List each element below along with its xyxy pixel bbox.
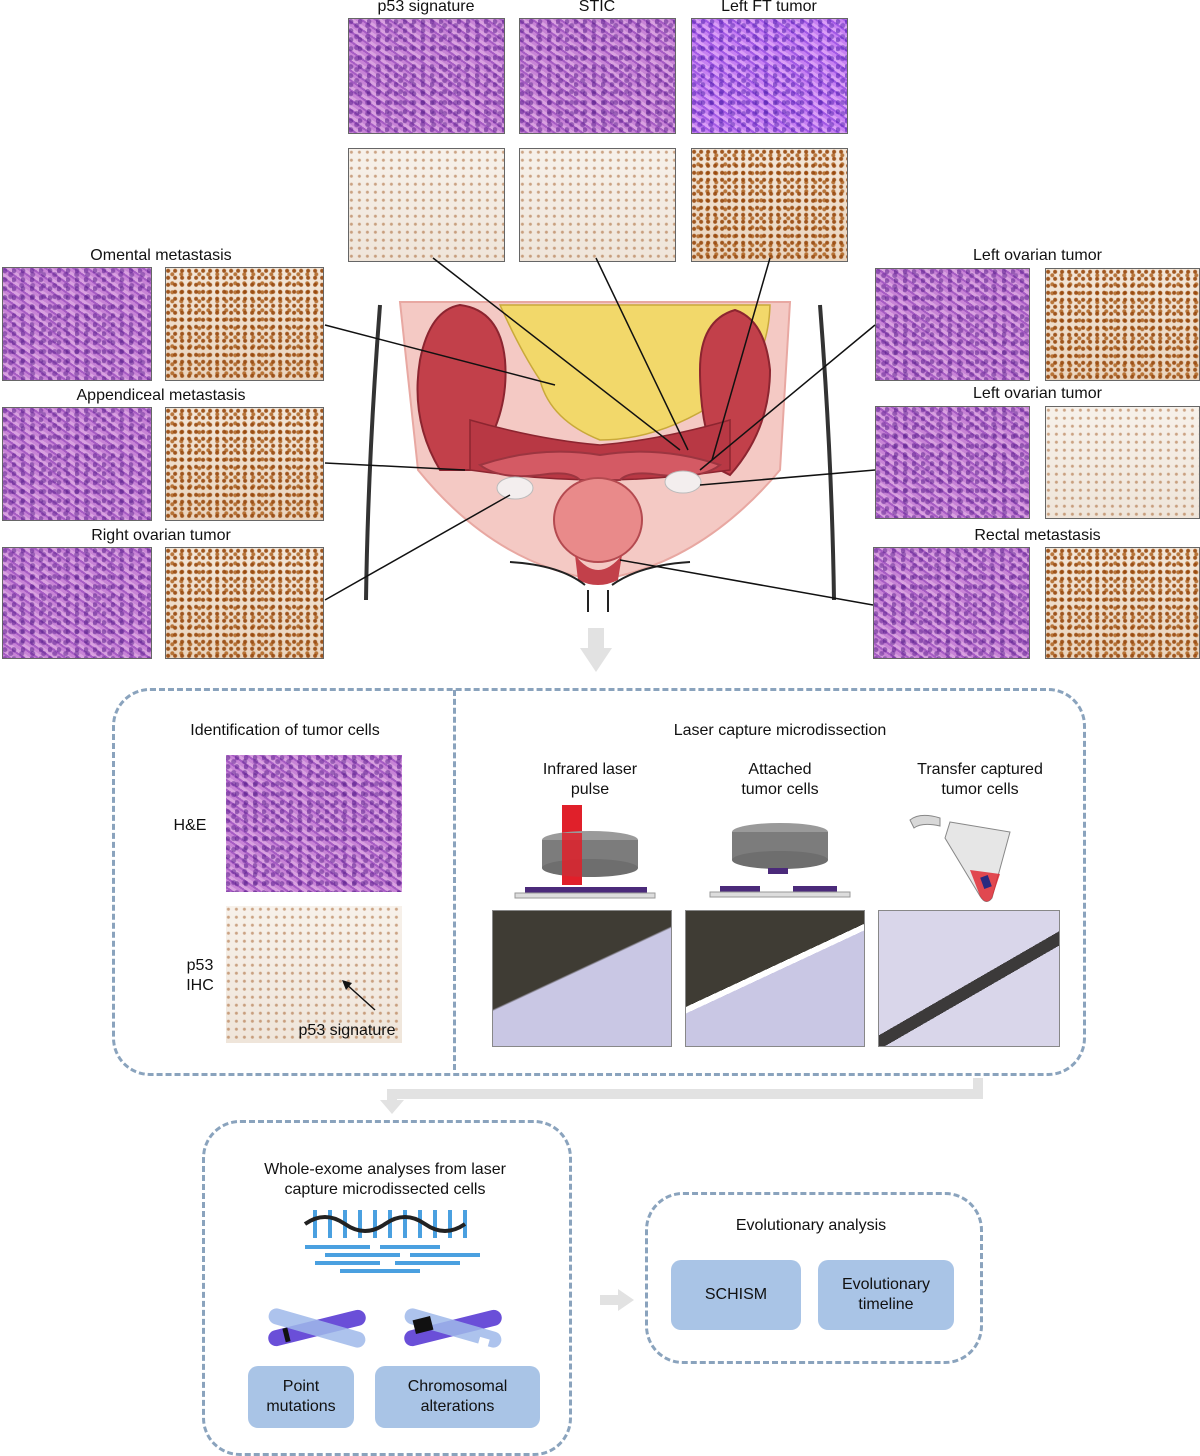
- point-mutations-box: Point mutations: [248, 1366, 354, 1428]
- he-panel-omental: [2, 267, 152, 381]
- ihc-panel-left-ovarian-1: [1045, 268, 1200, 381]
- he-panel-appendiceal: [2, 407, 152, 521]
- sequencing-reads-icon: [303, 1210, 480, 1273]
- label-stic: STIC: [578, 0, 616, 15]
- lcm-step1-label: Infrared laser pulse: [542, 761, 638, 798]
- middle-divider: [453, 690, 456, 1070]
- arrow-icon: [342, 980, 376, 1011]
- identification-p53-image: [226, 906, 402, 1043]
- identification-title: Identification of tumor cells: [190, 722, 380, 739]
- label-left-ovarian-tumor-1: Left ovarian tumor: [973, 247, 1102, 264]
- label-p53-signature: p53 signature: [377, 0, 475, 15]
- he-panel-left-ovarian-2: [875, 406, 1030, 519]
- label-left-ft-tumor: Left FT tumor: [721, 0, 817, 15]
- evolution-title: Evolutionary analysis: [735, 1217, 887, 1234]
- lcm-workflow-frame: [112, 688, 1086, 1076]
- he-label: H&E: [173, 817, 207, 834]
- lcm-title: Laser capture microdissection: [673, 722, 887, 739]
- evolution-frame: [645, 1192, 983, 1364]
- ihc-panel-appendiceal: [165, 407, 324, 521]
- schism-box: SCHISM: [671, 1260, 801, 1330]
- lcm-step2-label: Attached tumor cells: [741, 761, 819, 798]
- p53-signature-arrow-label: p53 signature: [298, 1022, 396, 1039]
- he-panel-p53-signature: [348, 18, 505, 134]
- ihc-panel-rectal: [1045, 547, 1200, 659]
- laser-pulse-schematic: [514, 805, 656, 899]
- flow-arrow-right: [600, 1289, 634, 1311]
- lcm-micrograph-2: [685, 910, 865, 1047]
- wes-title: Whole-exome analyses from laser capture …: [264, 1161, 506, 1198]
- evolutionary-timeline-box: Evolutionary timeline: [818, 1260, 954, 1330]
- label-appendiceal-metastasis: Appendiceal metastasis: [76, 387, 246, 404]
- flow-arrow: [380, 1078, 983, 1114]
- he-panel-right-ovarian: [2, 547, 152, 659]
- chromosome-icon-2: [404, 1308, 502, 1352]
- label-right-ovarian-tumor: Right ovarian tumor: [91, 527, 231, 544]
- ihc-panel-right-ovarian: [165, 547, 324, 659]
- he-panel-left-ovarian-1: [875, 268, 1030, 381]
- chromosome-icon-1: [268, 1308, 366, 1348]
- label-left-ovarian-tumor-2: Left ovarian tumor: [973, 385, 1102, 402]
- ihc-panel-omental: [165, 267, 324, 381]
- label-rectal-metastasis: Rectal metastasis: [974, 527, 1101, 544]
- p53-ihc-label: p53 IHC: [186, 957, 214, 994]
- anatomy-illustration: [324, 257, 876, 672]
- lcm-step3-label: Transfer captured tumor cells: [917, 761, 1043, 798]
- he-panel-rectal: [873, 547, 1030, 659]
- lcm-micrograph-3: [878, 910, 1060, 1047]
- attached-cells-schematic: [709, 823, 851, 898]
- identification-he-image: [226, 755, 402, 892]
- lcm-micrograph-1: [492, 910, 672, 1047]
- he-panel-left-ft-tumor: [691, 18, 848, 134]
- he-panel-stic: [519, 18, 676, 134]
- label-omental-metastasis: Omental metastasis: [90, 247, 232, 264]
- tube-icon: [909, 814, 1011, 902]
- ihc-panel-p53-signature: [348, 148, 505, 262]
- chromosomal-alterations-box: Chromosomal alterations: [375, 1366, 540, 1428]
